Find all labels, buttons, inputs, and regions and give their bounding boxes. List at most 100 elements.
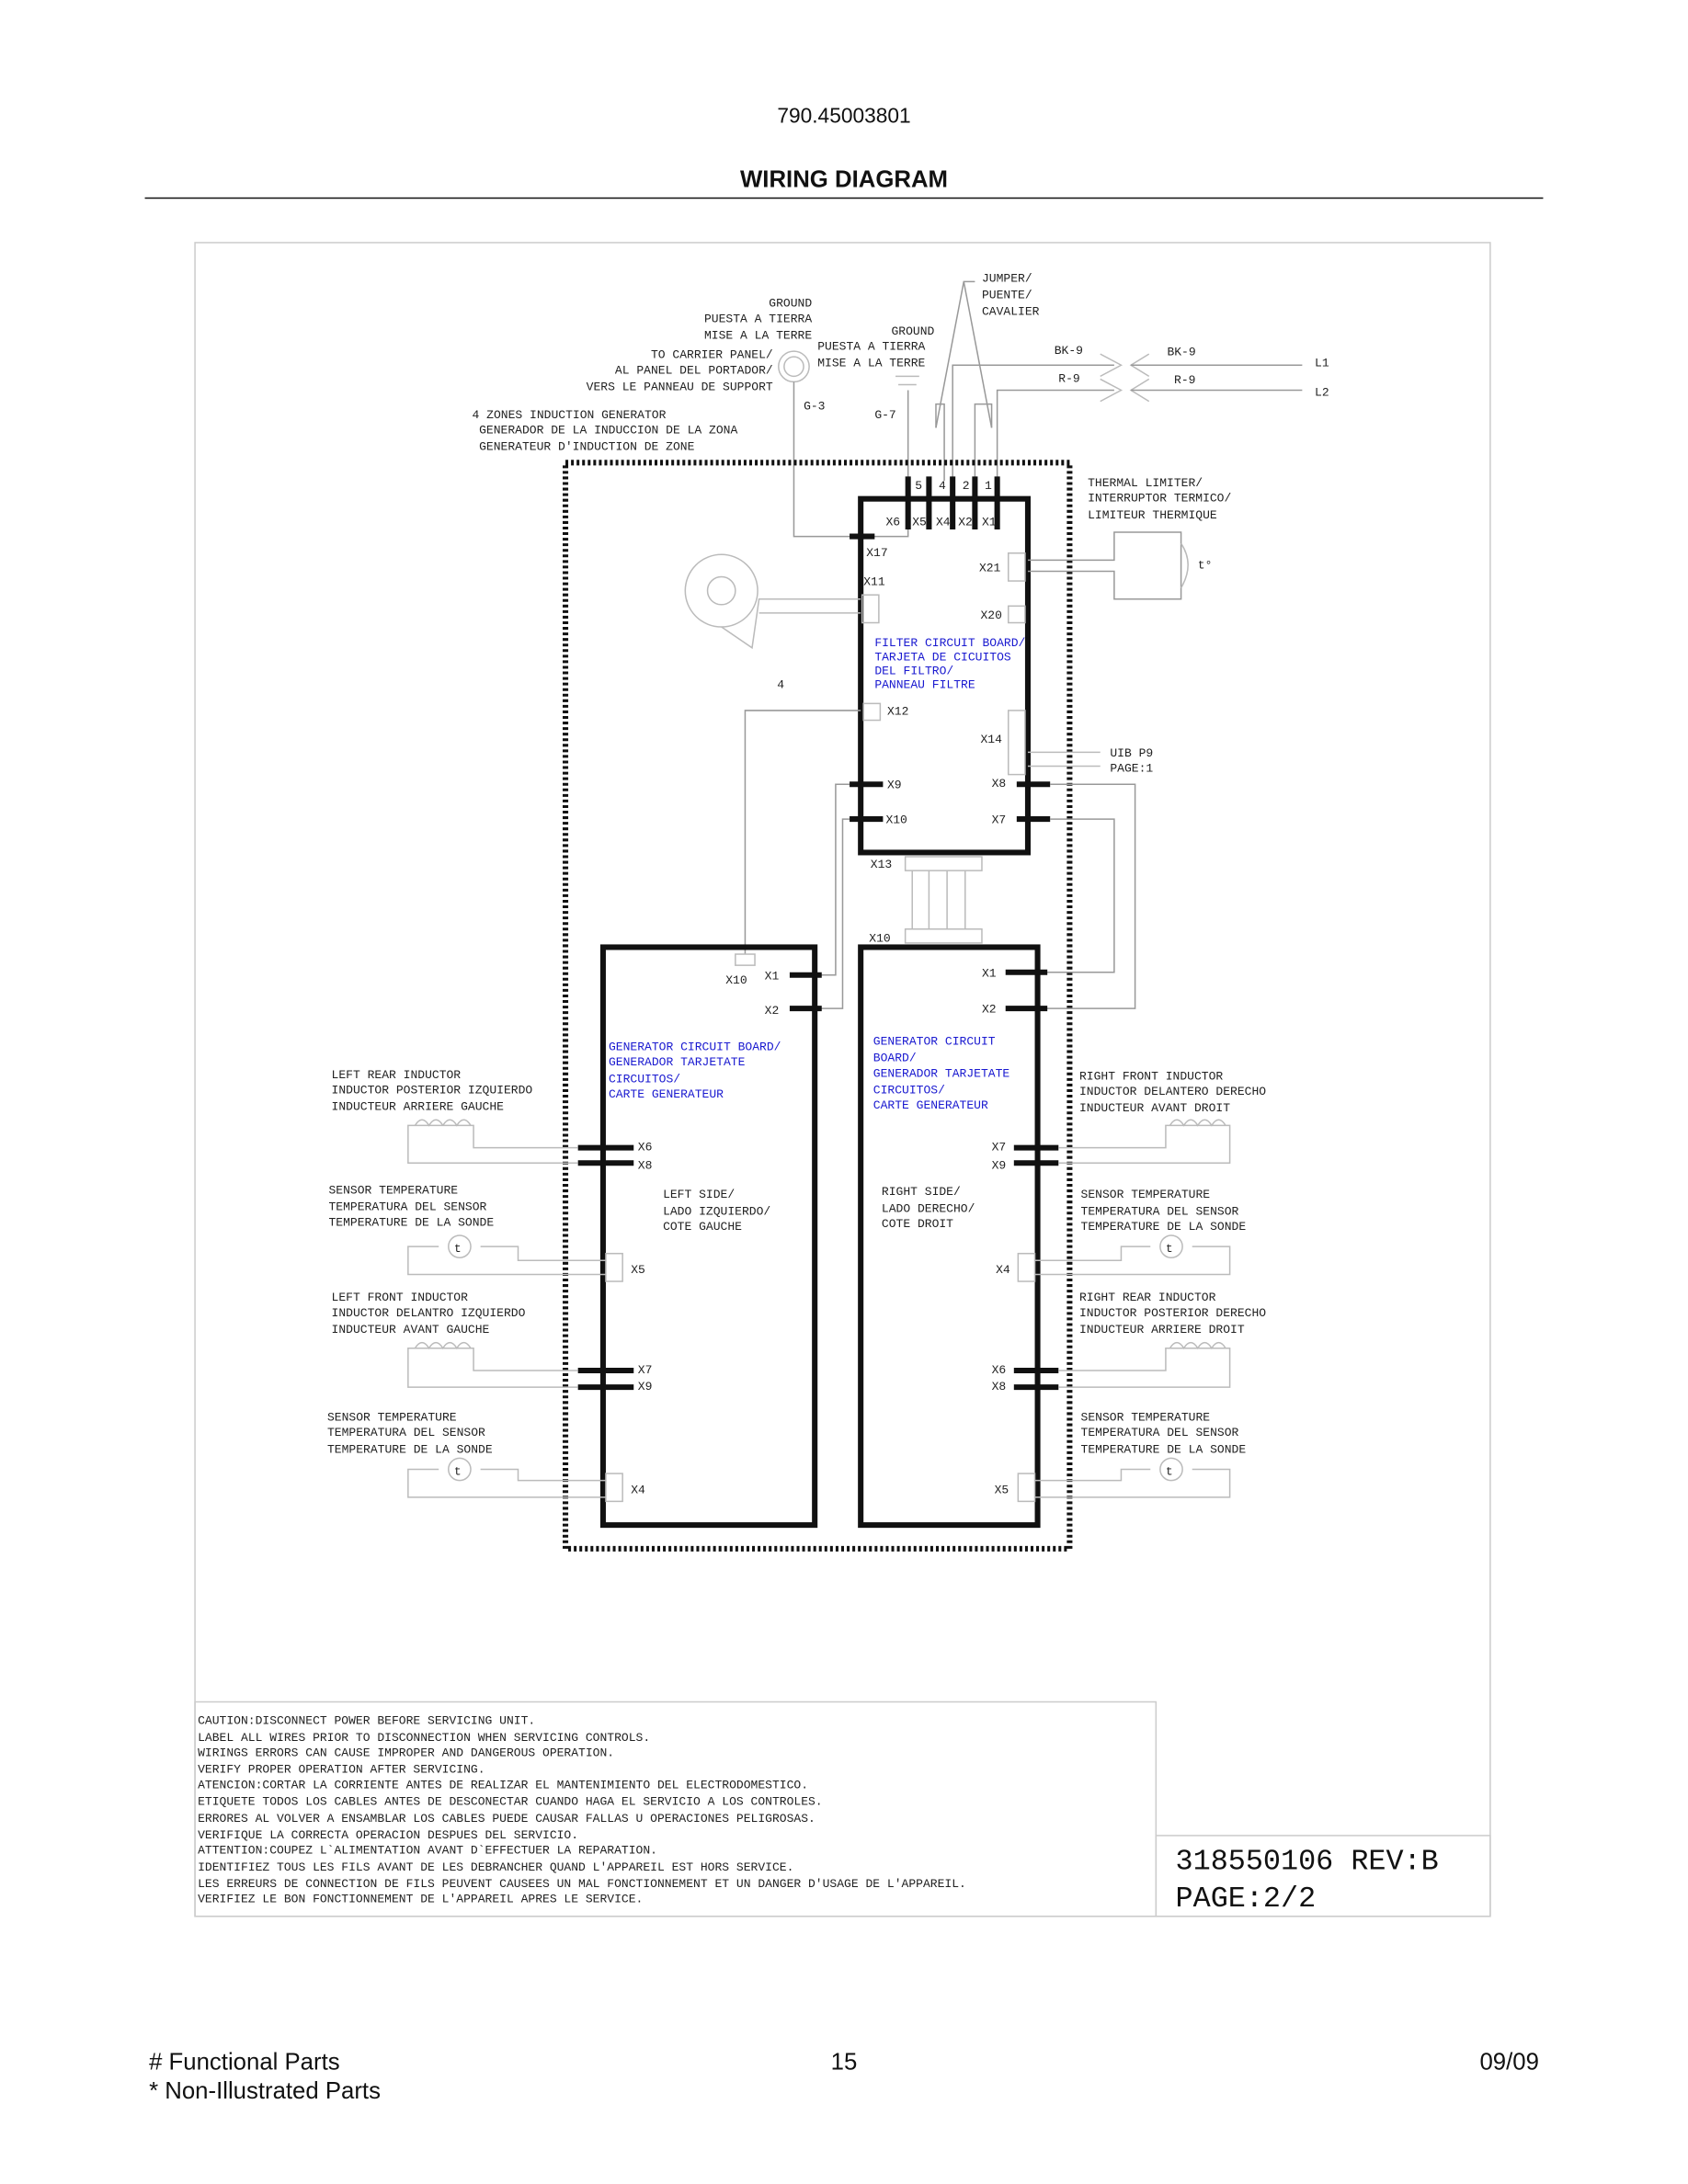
svg-text:PUESTA A TIERRA: PUESTA A TIERRA — [817, 340, 925, 354]
svg-text:FILTER CIRCUIT BOARD/: FILTER CIRCUIT BOARD/ — [874, 636, 1025, 650]
svg-text:TEMPERATURA DEL SENSOR: TEMPERATURA DEL SENSOR — [329, 1200, 487, 1214]
svg-text:X17: X17 — [866, 546, 887, 560]
svg-text:LADO IZQUIERDO/: LADO IZQUIERDO/ — [663, 1204, 770, 1218]
svg-text:TARJETA DE CICUITOS: TARJETA DE CICUITOS — [874, 650, 1011, 664]
ground-label-1: GROUND PUESTA A TIERRA MISE A LA TERRE — [704, 297, 812, 343]
svg-text:TEMPERATURE DE LA SONDE: TEMPERATURE DE LA SONDE — [329, 1215, 495, 1229]
svg-text:MISE A LA TERRE: MISE A LA TERRE — [817, 357, 925, 370]
svg-text:TEMPERATURA DEL SENSOR: TEMPERATURA DEL SENSOR — [1081, 1204, 1239, 1218]
svg-text:CARTE GENERATEUR: CARTE GENERATEUR — [609, 1087, 724, 1101]
caution-text: CAUTION:DISCONNECT POWER BEFORE SERVICIN… — [198, 1714, 966, 1906]
right-board-label: GENERATOR CIRCUIT BOARD/ GENERADOR TARJE… — [873, 1034, 1010, 1112]
svg-text:LEFT REAR INDUCTOR: LEFT REAR INDUCTOR — [332, 1068, 462, 1082]
svg-text:X2: X2 — [958, 515, 973, 529]
svg-text:GENERATOR CIRCUIT BOARD/: GENERATOR CIRCUIT BOARD/ — [609, 1041, 781, 1054]
svg-text:CARTE GENERATEUR: CARTE GENERATEUR — [873, 1098, 988, 1112]
svg-text:2: 2 — [963, 479, 970, 493]
filter-board-pins: 5 4 2 1 X6 X5 X4 X2 X1 X17 X11 X21 X20 X… — [863, 479, 1006, 871]
svg-text:1: 1 — [985, 479, 992, 493]
carrier-panel-label: TO CARRIER PANEL/ AL PANEL DEL PORTADOR/… — [587, 348, 773, 394]
svg-text:X1: X1 — [765, 969, 780, 983]
svg-text:t: t — [454, 1465, 462, 1479]
svg-text:X6: X6 — [885, 515, 900, 529]
fan-motor-icon — [684, 553, 861, 650]
svg-text:X7: X7 — [992, 813, 1007, 827]
svg-text:X10: X10 — [725, 973, 747, 987]
svg-text:X13: X13 — [871, 858, 892, 871]
svg-text:SENSOR TEMPERATURE: SENSOR TEMPERATURE — [327, 1411, 457, 1425]
svg-text:PAGE:1: PAGE:1 — [1110, 762, 1153, 776]
left-rear-inductor-label: LEFT REAR INDUCTOR INDUCTOR POSTERIOR IZ… — [332, 1068, 533, 1114]
right-generator-board — [858, 944, 1059, 1529]
svg-text:t: t — [454, 1242, 462, 1256]
svg-text:COTE GAUCHE: COTE GAUCHE — [663, 1220, 742, 1234]
svg-text:CIRCUITOS/: CIRCUITOS/ — [873, 1084, 945, 1098]
svg-text:PANNEAU FILTRE: PANNEAU FILTRE — [874, 678, 975, 692]
wire-r9-left: R-9 — [1058, 371, 1079, 385]
svg-text:ERRORES AL VOLVER A ENSAMBLAR: ERRORES AL VOLVER A ENSAMBLAR LOS CABLES… — [198, 1812, 815, 1826]
svg-text:SENSOR TEMPERATURE: SENSOR TEMPERATURE — [1081, 1188, 1211, 1201]
svg-text:LES ERREURS DE CONNECTION DE F: LES ERREURS DE CONNECTION DE FILS PEUVEN… — [198, 1877, 966, 1891]
generator-enclosure — [563, 460, 1073, 1552]
svg-text:RIGHT SIDE/: RIGHT SIDE/ — [882, 1185, 961, 1199]
wire-r9-right: R-9 — [1174, 373, 1195, 387]
svg-text:t: t — [1166, 1242, 1173, 1256]
wire-g7: G-7 — [874, 408, 895, 422]
svg-text:X6: X6 — [992, 1363, 1007, 1377]
sensor-label-right-1: SENSOR TEMPERATURE TEMPERATURA DEL SENSOR… — [1081, 1188, 1247, 1234]
svg-text:TO CARRIER PANEL/: TO CARRIER PANEL/ — [651, 348, 773, 362]
svg-text:LADO DERECHO/: LADO DERECHO/ — [882, 1201, 975, 1215]
generator-title: 4 ZONES INDUCTION GENERATOR GENERADOR DE… — [473, 408, 738, 454]
svg-text:X1: X1 — [982, 966, 997, 980]
svg-text:X4: X4 — [631, 1483, 645, 1496]
svg-text:TEMPERATURE DE LA SONDE: TEMPERATURE DE LA SONDE — [1081, 1220, 1247, 1234]
svg-text:X20: X20 — [980, 609, 1002, 622]
svg-text:X7: X7 — [992, 1141, 1007, 1155]
svg-text:UIB P9: UIB P9 — [1110, 746, 1153, 760]
left-board-connectors: X10 X1 X2 X6 X8 X5 X7 X9 X4 — [631, 969, 779, 1496]
svg-text:4 ZONES INDUCTION GENERATOR: 4 ZONES INDUCTION GENERATOR — [473, 408, 667, 422]
terminal-l1: L1 — [1315, 357, 1329, 370]
revision-date: 09/09 — [1479, 2049, 1538, 2075]
svg-text:SENSOR TEMPERATURE: SENSOR TEMPERATURE — [329, 1184, 459, 1198]
svg-text:INDUCTOR POSTERIOR DERECHO: INDUCTOR POSTERIOR DERECHO — [1079, 1306, 1266, 1320]
model-number: 790.45003801 — [777, 104, 910, 128]
svg-text:X7: X7 — [638, 1363, 653, 1377]
svg-text:X10: X10 — [885, 813, 907, 827]
temperature-sensor-icons: t t t t — [407, 1234, 1231, 1498]
wire-g3: G-3 — [804, 400, 825, 414]
svg-text:TEMPERATURE DE LA SONDE: TEMPERATURE DE LA SONDE — [1081, 1442, 1247, 1456]
svg-text:AL PANEL DEL PORTADOR/: AL PANEL DEL PORTADOR/ — [615, 363, 773, 377]
svg-text:COTE DROIT: COTE DROIT — [882, 1217, 953, 1231]
svg-text:ATENCION:CORTAR LA CORRIENTE A: ATENCION:CORTAR LA CORRIENTE ANTES DE RE… — [198, 1778, 808, 1792]
svg-text:t: t — [1166, 1465, 1173, 1479]
svg-text:X5: X5 — [912, 515, 927, 529]
svg-text:X21: X21 — [979, 561, 1001, 574]
svg-text:VERIFIQUE LA CORRECTA OPERACIO: VERIFIQUE LA CORRECTA OPERACION DESPUES … — [198, 1828, 578, 1842]
sensor-label-left-1: SENSOR TEMPERATURE TEMPERATURA DEL SENSOR… — [329, 1184, 495, 1230]
svg-text:PUESTA A TIERRA: PUESTA A TIERRA — [704, 312, 812, 325]
right-side-label: RIGHT SIDE/ LADO DERECHO/ COTE DROIT — [882, 1185, 975, 1231]
svg-text:X9: X9 — [638, 1380, 653, 1393]
svg-text:GENERADOR TARJETATE: GENERADOR TARJETATE — [873, 1066, 1010, 1080]
svg-text:GENERATOR CIRCUIT: GENERATOR CIRCUIT — [873, 1034, 996, 1048]
svg-text:LABEL ALL WIRES PRIOR TO DISCO: LABEL ALL WIRES PRIOR TO DISCONNECTION W… — [198, 1731, 650, 1745]
svg-text:X2: X2 — [982, 1003, 997, 1017]
svg-text:X1: X1 — [982, 515, 997, 529]
document-number: 318550106 REV:B — [1176, 1845, 1439, 1878]
svg-text:INDUCTOR DELANTERO DERECHO: INDUCTOR DELANTERO DERECHO — [1079, 1085, 1266, 1098]
svg-text:CAUTION:DISCONNECT POWER BEFOR: CAUTION:DISCONNECT POWER BEFORE SERVICIN… — [198, 1714, 535, 1728]
svg-text:X5: X5 — [995, 1483, 1009, 1496]
interboard-wires — [735, 710, 1136, 1009]
svg-text:X14: X14 — [980, 733, 1002, 746]
ground-label-2: GROUND PUESTA A TIERRA MISE A LA TERRE — [817, 324, 934, 370]
svg-text:LEFT FRONT INDUCTOR: LEFT FRONT INDUCTOR — [332, 1291, 469, 1304]
svg-text:ATTENTION:COUPEZ L`ALIMENTATIO: ATTENTION:COUPEZ L`ALIMENTATION AVANT D`… — [198, 1844, 657, 1858]
svg-text:RIGHT REAR INDUCTOR: RIGHT REAR INDUCTOR — [1079, 1291, 1216, 1304]
svg-text:X10: X10 — [869, 931, 891, 945]
right-board-connectors: X10 X1 X2 X7 X9 X4 X6 X8 X5 — [869, 931, 1010, 1496]
svg-text:X4: X4 — [996, 1263, 1010, 1277]
svg-text:RIGHT FRONT INDUCTOR: RIGHT FRONT INDUCTOR — [1079, 1069, 1223, 1083]
